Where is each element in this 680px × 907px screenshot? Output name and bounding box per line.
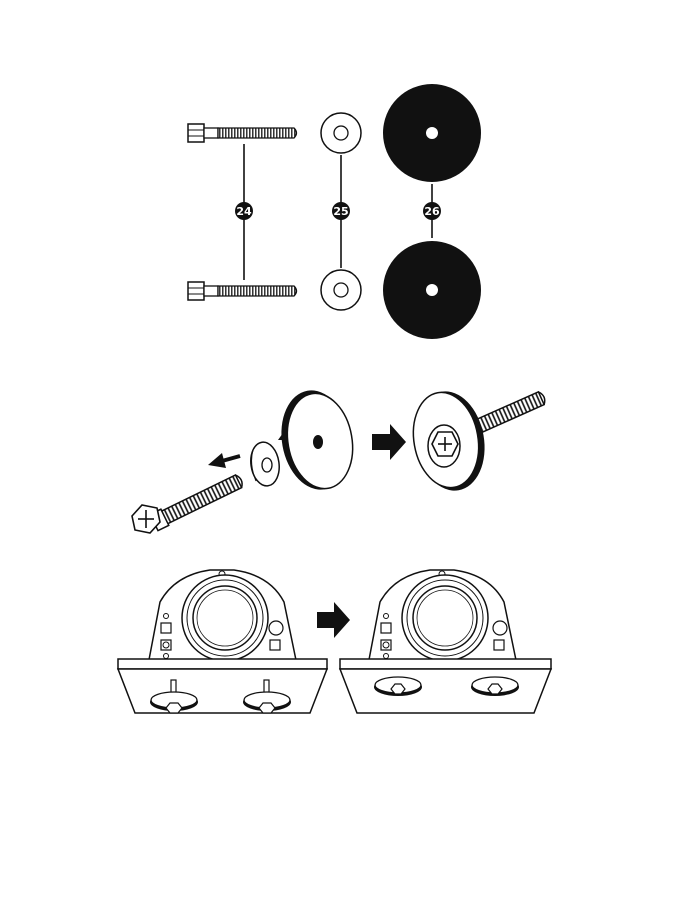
knob-icon [493, 621, 507, 635]
port-icon [381, 623, 391, 633]
flat-washer-icon [248, 440, 282, 487]
part-number-24: 24 [236, 205, 252, 218]
hex-bolt-icon [188, 124, 297, 142]
rubber-pad-icon [374, 677, 422, 696]
assembly-step-arrow [372, 424, 406, 460]
install-step-arrow [317, 602, 350, 638]
hex-bolt-icon [188, 282, 297, 300]
part-callout-24: 24 [235, 202, 253, 220]
speaker-driver-icon [182, 575, 268, 661]
rubber-pad-icon [274, 385, 360, 495]
direction-arrow-icon [208, 453, 240, 468]
parts-panel: 24 25 26 [188, 84, 481, 339]
speaker-unit-after [340, 570, 551, 713]
speaker-driver-icon [402, 575, 488, 661]
rubber-pad-icon [471, 677, 519, 696]
exploded-bolt [132, 472, 245, 533]
flat-washer-icon [321, 270, 361, 310]
rubber-pad-icon [383, 241, 481, 339]
port-icon [161, 623, 171, 633]
flat-washer-icon [321, 113, 361, 153]
assembled-pad-bolt [406, 386, 547, 496]
part-number-26: 26 [424, 205, 440, 218]
speaker-unit-before [118, 570, 327, 713]
knob-icon [269, 621, 283, 635]
part-callout-26: 26 [423, 202, 441, 220]
part-number-25: 25 [333, 205, 348, 218]
install-panel [118, 570, 551, 713]
assembly-panel [132, 385, 547, 533]
rubber-pad-icon [383, 84, 481, 182]
part-callout-25: 25 [332, 202, 350, 220]
